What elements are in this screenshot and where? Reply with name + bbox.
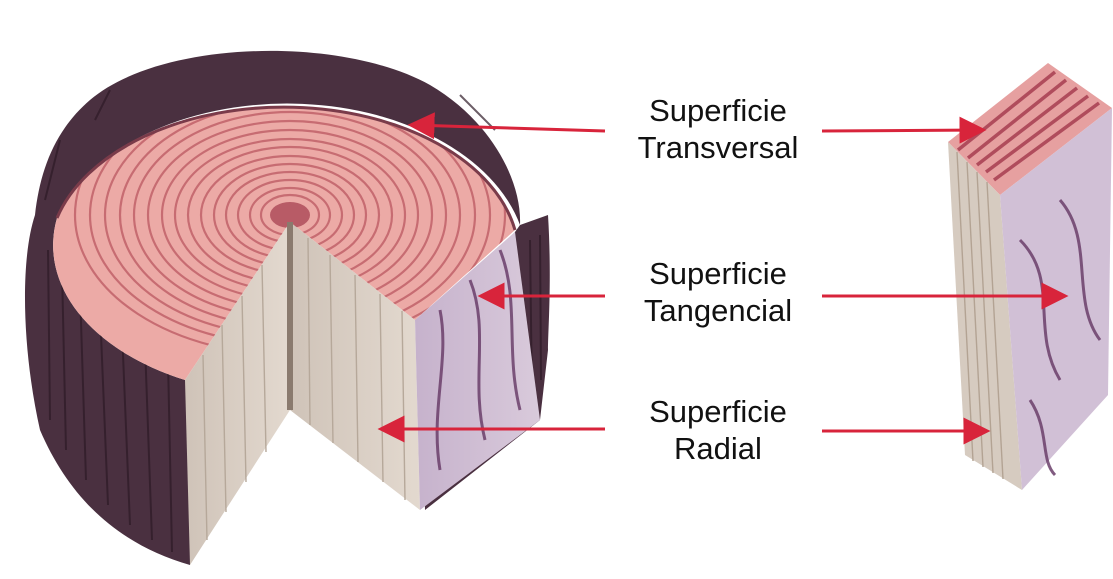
- wood-plank: [948, 63, 1112, 490]
- label-tangencial-line2: Tangencial: [618, 292, 818, 329]
- label-transversal-line2: Transversal: [618, 129, 818, 166]
- label-transversal-line1: Superficie: [618, 92, 818, 129]
- arrow-transversal-plank: [822, 130, 982, 131]
- label-tangencial-line1: Superficie: [618, 255, 818, 292]
- label-tangencial-surface: Superficie Tangencial: [618, 255, 818, 329]
- label-transversal-surface: Superficie Transversal: [618, 92, 818, 166]
- label-radial-line1: Superficie: [618, 393, 818, 430]
- label-radial-line2: Radial: [618, 430, 818, 467]
- label-radial-surface: Superficie Radial: [618, 393, 818, 467]
